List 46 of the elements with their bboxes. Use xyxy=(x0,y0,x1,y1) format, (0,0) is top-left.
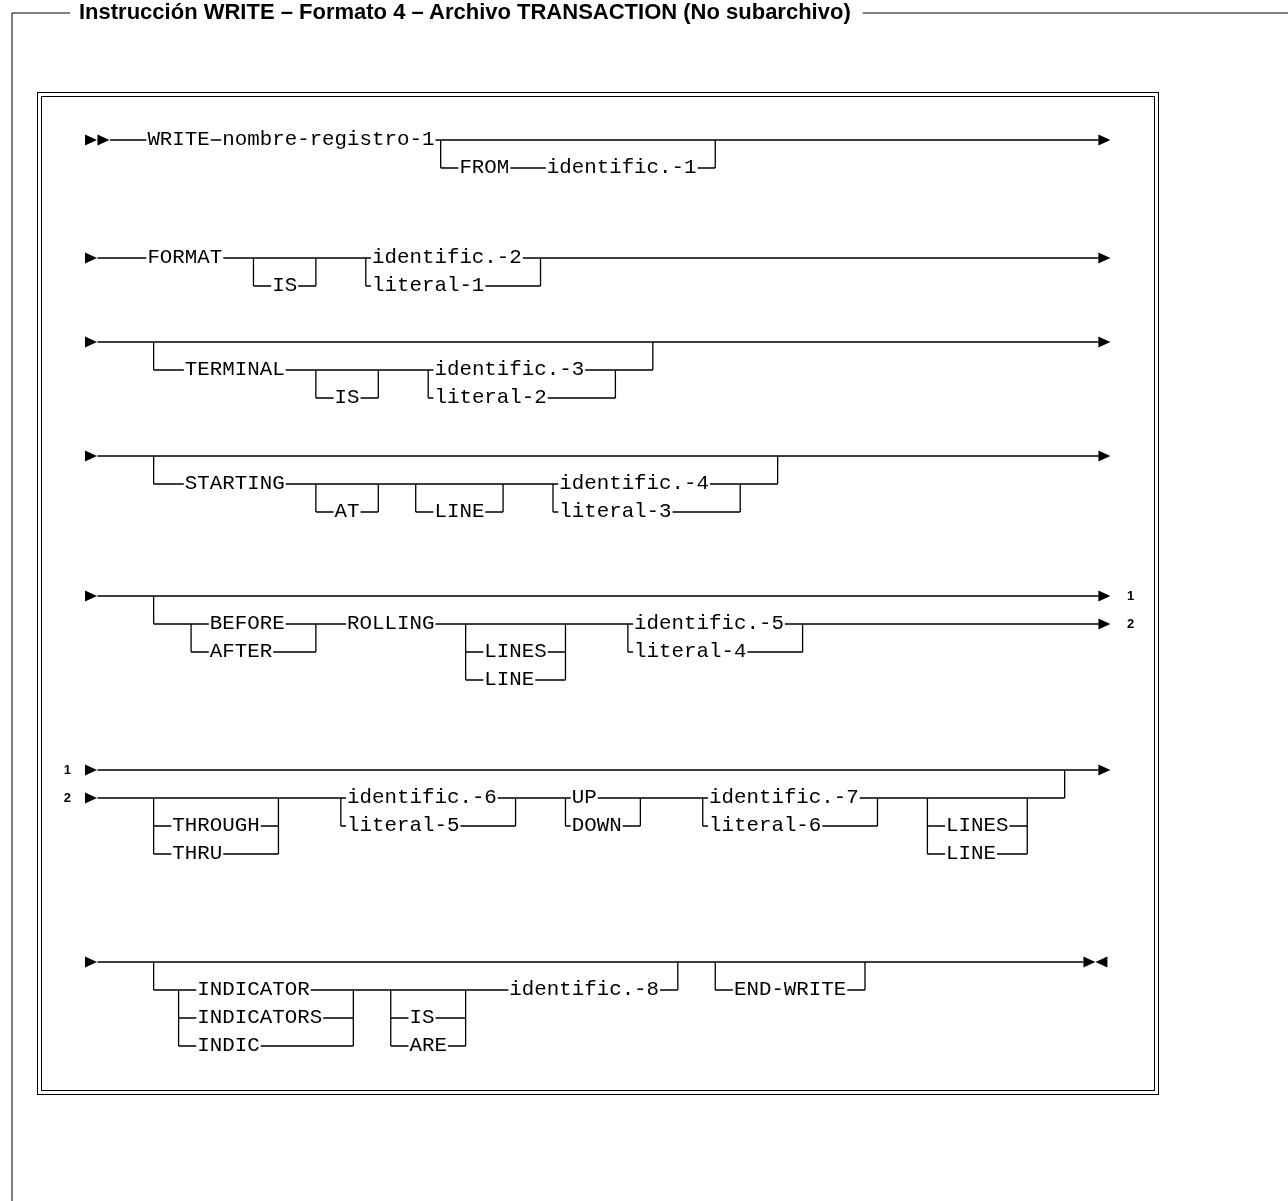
syntax-term: literal-5 xyxy=(347,813,460,839)
syntax-term: FROM xyxy=(459,155,510,181)
syntax-term: ROLLING xyxy=(347,611,435,637)
syntax-term: LINES xyxy=(484,639,547,665)
syntax-term: AT xyxy=(334,499,360,525)
syntax-term: AFTER xyxy=(209,639,273,665)
diagram-title: Instrucción WRITE – Formato 4 – Archivo TRANSACTION (No subarchivo) xyxy=(79,0,851,24)
syntax-term: IS xyxy=(409,1005,435,1031)
syntax-term: literal-3 xyxy=(559,499,672,525)
syntax-term: IS xyxy=(272,273,298,299)
syntax-term: identific.-5 xyxy=(634,611,784,637)
syntax-term: IS xyxy=(334,385,360,411)
syntax-term: WRITE xyxy=(147,127,210,153)
footnote-marker: 2 xyxy=(63,790,71,806)
syntax-term: FORMAT xyxy=(147,245,223,271)
syntax-term: identific.-6 xyxy=(347,785,497,811)
syntax-term: INDICATORS xyxy=(197,1005,323,1031)
syntax-term: literal-1 xyxy=(372,273,485,299)
syntax-term: THROUGH xyxy=(172,813,260,839)
footnote-marker: 1 xyxy=(1127,588,1135,604)
syntax-term: identific.-2 xyxy=(372,245,522,271)
syntax-term: literal-2 xyxy=(434,385,547,411)
syntax-term: LINE xyxy=(434,499,485,525)
syntax-term: INDICATOR xyxy=(197,977,310,1003)
footnote-marker: 2 xyxy=(1127,616,1135,632)
syntax-term: LINE xyxy=(946,841,997,867)
syntax-term: TERMINAL xyxy=(184,357,285,383)
syntax-term: identific.-3 xyxy=(434,357,585,383)
syntax-term: INDIC xyxy=(197,1033,260,1059)
syntax-term: BEFORE xyxy=(209,611,285,637)
syntax-term: identific.-8 xyxy=(509,977,660,1003)
syntax-term: LINE xyxy=(484,667,535,693)
syntax-term: literal-6 xyxy=(709,813,822,839)
footnote-marker: 1 xyxy=(63,762,71,778)
syntax-term: LINES xyxy=(946,813,1009,839)
syntax-term: UP xyxy=(571,785,597,811)
syntax-term: DOWN xyxy=(571,813,622,839)
syntax-term: END-WRITE xyxy=(733,977,847,1003)
syntax-term: ARE xyxy=(409,1033,447,1059)
syntax-term: identific.-7 xyxy=(709,785,859,811)
syntax-term: THRU xyxy=(172,841,223,867)
syntax-term: nombre-registro-1 xyxy=(222,127,435,153)
syntax-term: identific.-1 xyxy=(546,155,697,181)
syntax-term: STARTING xyxy=(184,471,285,497)
syntax-term: identific.-4 xyxy=(559,471,709,497)
syntax-term: literal-4 xyxy=(634,639,747,665)
